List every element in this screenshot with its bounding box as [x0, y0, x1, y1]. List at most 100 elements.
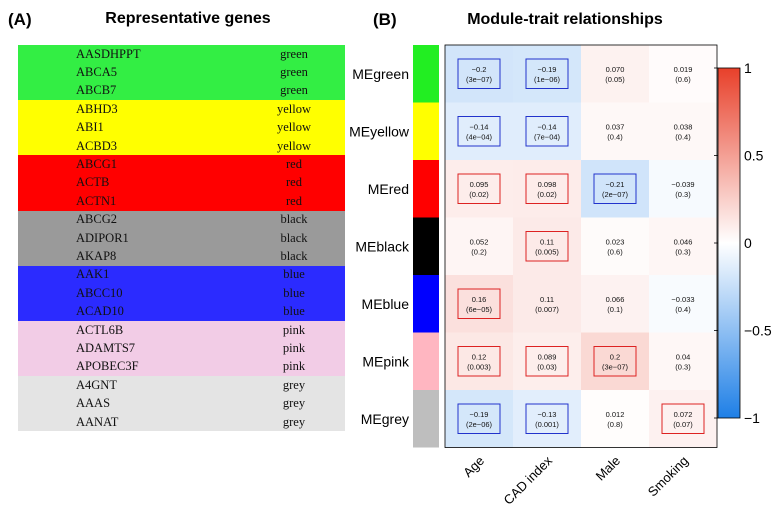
gene-name: ADIPOR1 — [76, 230, 129, 245]
cell-correlation-label: 0.023 — [606, 237, 625, 246]
row-label: MEred — [368, 181, 409, 197]
gene-module: red — [286, 175, 302, 190]
cell-pvalue-label: (0.07) — [673, 420, 693, 429]
cell-pvalue-label: (0.1) — [607, 305, 623, 314]
panel-a-label: (A) — [8, 10, 32, 29]
gene-module: yellow — [276, 120, 312, 135]
gene-name: ACBD3 — [76, 138, 117, 153]
colorbar-tick-label: −1 — [744, 410, 760, 426]
cell-pvalue-label: (0.3) — [675, 362, 691, 371]
heatmap-cell — [649, 217, 717, 275]
cell-correlation-label: 0.089 — [538, 352, 557, 361]
cell-correlation-label: 0.098 — [538, 180, 557, 189]
gene-name: ACTL6B — [76, 322, 124, 337]
cell-correlation-label: 0.066 — [606, 295, 625, 304]
cell-pvalue-label: (0.02) — [469, 190, 489, 199]
gene-row: AAAS grey — [18, 394, 345, 413]
gene-module: green — [280, 65, 308, 80]
heatmap-cell — [513, 45, 581, 103]
gene-name: ABCC10 — [76, 285, 123, 300]
cell-pvalue-label: (1e−06) — [534, 75, 561, 84]
gene-name: AAAS — [76, 396, 111, 411]
cell-pvalue-label: (0.4) — [607, 132, 623, 141]
heatmap-cell — [445, 390, 513, 448]
significance-box — [661, 403, 705, 434]
gene-row: AASDHPPT green — [18, 45, 345, 64]
gene-module: blue — [283, 285, 305, 300]
heatmap-cell — [513, 160, 581, 218]
cell-correlation-label: 0.052 — [470, 237, 489, 246]
gene-name: AAK1 — [76, 267, 110, 282]
cell-pvalue-label: (0.03) — [537, 362, 557, 371]
cell-pvalue-label: (6e−05) — [466, 305, 493, 314]
significance-box — [593, 346, 637, 377]
significance-box — [457, 116, 501, 147]
panel-a-title: Representative genes — [105, 10, 271, 27]
heatmap-cell — [649, 390, 717, 448]
gene-module: green — [280, 46, 308, 61]
colorbar-tick-label: 0 — [744, 235, 752, 251]
heatmap-cell — [649, 275, 717, 333]
column-label: Age — [460, 453, 487, 480]
cell-correlation-label: −0.14 — [470, 122, 489, 131]
gene-name: AANAT — [76, 414, 119, 429]
gene-row: ABCG2 black — [18, 210, 345, 229]
heatmap-cell — [445, 217, 513, 275]
cell-pvalue-label: (0.4) — [675, 305, 691, 314]
cell-correlation-label: −0.19 — [470, 410, 489, 419]
gene-module: blue — [283, 304, 305, 319]
gene-module: black — [280, 230, 308, 245]
column-label: Smoking — [645, 453, 691, 499]
cell-pvalue-label: (0.001) — [535, 420, 559, 429]
row-label: MEgrey — [361, 411, 409, 427]
gene-module: blue — [283, 267, 305, 282]
cell-pvalue-label: (0.3) — [675, 247, 691, 256]
module-color-strip — [413, 390, 439, 448]
gene-module: grey — [282, 396, 306, 411]
cell-correlation-label: 0.012 — [606, 410, 625, 419]
gene-module: black — [280, 212, 308, 227]
module-color-strip — [413, 102, 439, 160]
cell-correlation-label: −0.039 — [671, 180, 694, 189]
significance-box — [525, 58, 569, 89]
cell-correlation-label: −0.2 — [472, 65, 487, 74]
gene-row: ABCC10 blue — [18, 284, 345, 303]
gene-module: red — [286, 157, 302, 172]
cell-pvalue-label: (0.005) — [535, 247, 559, 256]
row-label: MEblack — [355, 238, 410, 254]
heatmap-cell — [445, 160, 513, 218]
gene-name: AASDHPPT — [76, 46, 141, 61]
colorbar-tick-label: 0.5 — [744, 148, 764, 164]
gene-name: AKAP8 — [76, 248, 117, 263]
module-color-strip — [413, 217, 439, 275]
heatmap-cell — [445, 102, 513, 160]
heatmap-cell — [445, 45, 513, 103]
gene-name: ABCG2 — [76, 212, 117, 227]
heatmap-frame — [444, 44, 718, 448]
cell-correlation-label: −0.14 — [538, 122, 557, 131]
cell-pvalue-label: (0.02) — [537, 190, 557, 199]
gene-row: AAK1 blue — [18, 265, 345, 285]
heatmap-cell — [649, 45, 717, 103]
heatmap-cell — [513, 332, 581, 390]
colorbar-tick-label: −0.5 — [744, 323, 772, 339]
gene-name: ABCA5 — [76, 65, 117, 80]
heatmap-cell — [649, 102, 717, 160]
cell-correlation-label: 0.037 — [606, 122, 625, 131]
heatmap-cell — [513, 102, 581, 160]
gene-name: ACTN1 — [76, 193, 117, 208]
significance-box — [457, 173, 501, 204]
cell-pvalue-label: (3e−07) — [602, 362, 629, 371]
colorbar — [717, 67, 741, 419]
gene-name: ACAD10 — [76, 304, 124, 319]
significance-box — [525, 173, 569, 204]
panel-b-label: (B) — [373, 10, 397, 29]
